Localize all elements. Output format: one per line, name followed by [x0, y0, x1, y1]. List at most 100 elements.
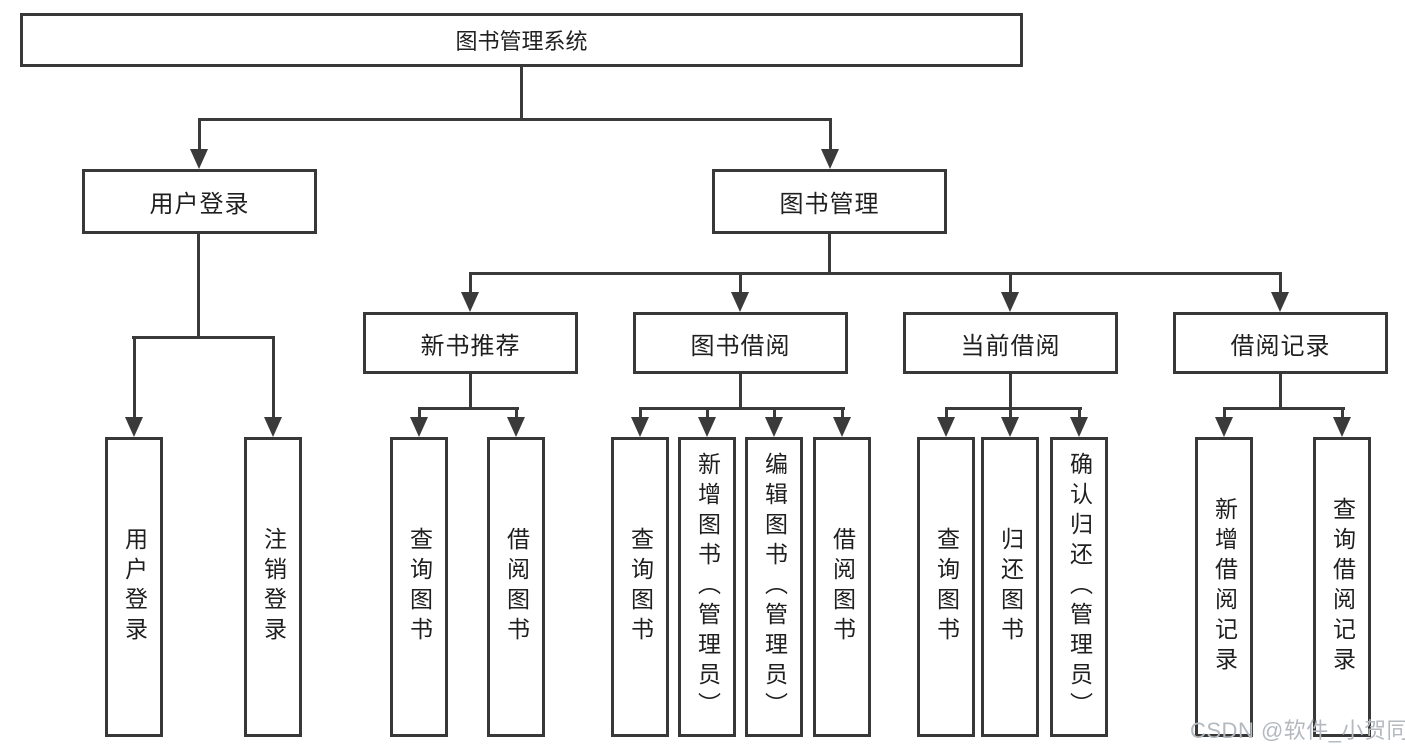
node-root: 图书管理系统: [20, 13, 1023, 67]
leaf-query-books-current: 查询图书: [917, 437, 975, 737]
connector-current-borrow-rail: [945, 407, 1082, 410]
arrow-head-icon: [1333, 417, 1351, 437]
leaf-edit-book-admin-label: 编辑图书（管理员）: [761, 452, 788, 722]
node-book-management: 图书管理: [712, 169, 947, 234]
arrow-to-leaf-logout: [264, 336, 282, 437]
arrow-to-user-login: [190, 118, 208, 169]
arrow-to-borrow-record: [1271, 272, 1289, 312]
arrow-to-leaf-query-books-current: [937, 407, 955, 437]
leaf-borrow-books-newbook-label: 借阅图书: [503, 527, 530, 647]
arrow-head-icon: [1001, 292, 1019, 312]
connector-root-stem: [520, 67, 523, 118]
connector-book-management-stem: [828, 234, 831, 272]
arrow-to-leaf-borrow-books-newbook: [507, 407, 525, 437]
arrow-to-leaf-add-borrow-record: [1215, 407, 1233, 437]
arrow-shaft: [197, 118, 201, 149]
connector-new-book-stem: [469, 374, 472, 407]
leaf-add-book-admin-label: 新增图书（管理员）: [694, 452, 721, 722]
arrow-head-icon: [461, 292, 479, 312]
arrow-shaft: [132, 336, 136, 417]
connector-borrow-record-stem: [1279, 374, 1282, 407]
node-borrow-record: 借阅记录: [1173, 312, 1388, 374]
arrow-shaft: [840, 407, 844, 417]
leaf-borrow-books-borrow-label: 借阅图书: [829, 527, 856, 647]
leaf-query-books-borrow-label: 查询图书: [627, 527, 654, 647]
arrow-head-icon: [1271, 292, 1289, 312]
arrow-head-icon: [821, 149, 839, 169]
leaf-add-borrow-record-label: 新增借阅记录: [1211, 497, 1238, 677]
arrow-head-icon: [1215, 417, 1233, 437]
arrow-to-leaf-query-borrow-record: [1333, 407, 1351, 437]
node-book-borrow-label: 图书借阅: [690, 332, 791, 360]
leaf-logout: 注销登录: [244, 437, 302, 737]
node-root-label: 图书管理系统: [455, 29, 588, 54]
leaf-edit-book-admin: 编辑图书（管理员）: [745, 437, 803, 737]
connector-book-borrow-rail: [639, 407, 845, 410]
arrow-head-icon: [125, 417, 143, 437]
connector-new-book-rail: [418, 407, 519, 410]
node-current-borrow-label: 当前借阅: [960, 332, 1061, 360]
arrow-head-icon: [765, 417, 783, 437]
connector-borrow-record-rail: [1223, 407, 1345, 410]
node-new-book-recommend: 新书推荐: [363, 312, 578, 374]
arrow-to-leaf-query-books-newbook: [410, 407, 428, 437]
leaf-return-books: 归还图书: [981, 437, 1039, 737]
arrow-shaft: [417, 407, 421, 417]
arrow-head-icon: [937, 417, 955, 437]
connector-level2-rail: [198, 118, 832, 121]
leaf-logout-label: 注销登录: [260, 527, 287, 647]
connector-level3-rail: [469, 272, 1282, 275]
leaf-query-books-current-label: 查询图书: [933, 527, 960, 647]
arrow-to-new-book-recommend: [461, 272, 479, 312]
arrow-shaft: [772, 407, 776, 417]
arrow-to-leaf-edit-book-admin: [765, 407, 783, 437]
connector-current-borrow-stem: [1009, 374, 1012, 407]
arrow-head-icon: [1070, 417, 1088, 437]
arrow-to-current-borrow: [1001, 272, 1019, 312]
arrow-shaft: [1008, 272, 1012, 292]
node-book-borrow: 图书借阅: [633, 312, 848, 374]
arrow-to-leaf-user-login: [125, 336, 143, 437]
arrow-to-book-management: [821, 118, 839, 169]
arrow-to-leaf-confirm-return-admin: [1070, 407, 1088, 437]
leaf-add-borrow-record: 新增借阅记录: [1195, 437, 1253, 737]
node-user-login: 用户登录: [82, 169, 317, 234]
leaf-user-login: 用户登录: [105, 437, 163, 737]
connector-book-borrow-stem: [739, 374, 742, 407]
arrow-head-icon: [507, 417, 525, 437]
arrow-to-leaf-return-books: [1001, 407, 1019, 437]
arrow-to-leaf-borrow-books-borrow: [833, 407, 851, 437]
arrow-shaft: [1077, 407, 1081, 417]
arrow-shaft: [468, 272, 472, 292]
arrow-shaft: [271, 336, 275, 417]
arrow-head-icon: [1001, 417, 1019, 437]
arrow-head-icon: [190, 149, 208, 169]
node-book-management-label: 图书管理: [779, 191, 880, 218]
node-user-login-label: 用户登录: [149, 191, 250, 218]
arrow-to-leaf-query-books-borrow: [631, 407, 649, 437]
leaf-query-borrow-record-label: 查询借阅记录: [1329, 497, 1356, 677]
arrow-to-leaf-add-book-admin: [698, 407, 716, 437]
arrow-head-icon: [731, 292, 749, 312]
arrow-head-icon: [264, 417, 282, 437]
csdn-watermark: CSDN @软件_小贺同学: [1190, 718, 1405, 743]
connector-user-login-rail: [132, 336, 275, 339]
arrow-shaft: [705, 407, 709, 417]
arrow-head-icon: [698, 417, 716, 437]
leaf-borrow-books-newbook: 借阅图书: [487, 437, 545, 737]
leaf-return-books-label: 归还图书: [997, 527, 1024, 647]
node-current-borrow: 当前借阅: [903, 312, 1118, 374]
leaf-confirm-return-admin: 确认归还（管理员）: [1050, 437, 1108, 737]
arrow-shaft: [638, 407, 642, 417]
arrow-shaft: [1278, 272, 1282, 292]
arrow-shaft: [828, 118, 832, 149]
node-new-book-recommend-label: 新书推荐: [420, 332, 521, 360]
leaf-query-borrow-record: 查询借阅记录: [1313, 437, 1371, 737]
leaf-borrow-books-borrow: 借阅图书: [813, 437, 871, 737]
node-borrow-record-label: 借阅记录: [1230, 332, 1331, 360]
leaf-add-book-admin: 新增图书（管理员）: [678, 437, 736, 737]
connector-user-login-stem: [197, 234, 200, 336]
arrow-head-icon: [631, 417, 649, 437]
leaf-query-books-borrow: 查询图书: [611, 437, 669, 737]
